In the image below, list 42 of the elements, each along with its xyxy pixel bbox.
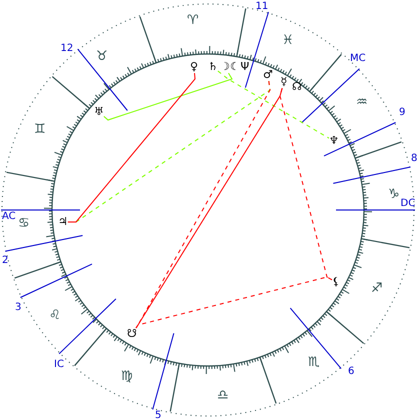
aspect-line xyxy=(136,276,332,328)
zodiac-sign: ♊ xyxy=(34,123,46,138)
planet-glyph: ☽ xyxy=(220,61,230,74)
house-label: 12 xyxy=(60,42,74,54)
aspect-line xyxy=(217,70,330,139)
house-label: 3 xyxy=(15,302,22,312)
planet-glyph: ♀ xyxy=(190,61,198,74)
aspect-line xyxy=(279,88,332,280)
house-label: 8 xyxy=(411,152,418,164)
planet-glyph: Ψ xyxy=(240,61,250,74)
zodiac-sign: ♏ xyxy=(308,356,320,370)
zodiac-sign: ♐ xyxy=(371,282,383,296)
house-label: 11 xyxy=(256,0,268,12)
planet-glyph: ♂ xyxy=(263,69,273,82)
zodiac-sign: ♋ xyxy=(18,217,30,232)
planet-glyph: ☿ xyxy=(280,76,288,88)
house-label: 9 xyxy=(399,106,406,118)
house-label: 6 xyxy=(348,366,354,376)
aspect-line xyxy=(103,72,233,121)
zodiac-sign: ♍ xyxy=(121,370,133,384)
planet-glyph: ♄ xyxy=(208,61,218,74)
house-label: AC xyxy=(2,210,16,222)
house-label: 2 xyxy=(2,254,8,266)
planet-glyph: ♆ xyxy=(329,135,339,148)
planet-glyph: ☾ xyxy=(230,61,240,74)
planet-glyph: ☋ xyxy=(127,328,137,340)
zodiac-sign: ♉ xyxy=(96,50,108,64)
zodiac-sign: ♌ xyxy=(49,309,61,324)
house-label: 5 xyxy=(155,410,162,420)
house-label: DC xyxy=(400,198,416,208)
zodiac-sign: ♑ xyxy=(388,188,400,202)
aspect-line xyxy=(67,72,196,222)
house-label: IC xyxy=(54,358,64,370)
house-label: MC xyxy=(350,52,366,64)
planet-glyph: ☊ xyxy=(292,81,302,94)
planet-glyph: ⚸ xyxy=(332,276,340,288)
planet-glyph: ♃ xyxy=(58,216,68,228)
zodiac-sign: ♓ xyxy=(282,34,294,48)
zodiac-sign: ♎ xyxy=(217,389,229,404)
zodiac-sign: ♒ xyxy=(356,96,368,110)
planet-glyph: ♅ xyxy=(94,106,104,118)
zodiac-sign: ♈ xyxy=(187,14,199,28)
